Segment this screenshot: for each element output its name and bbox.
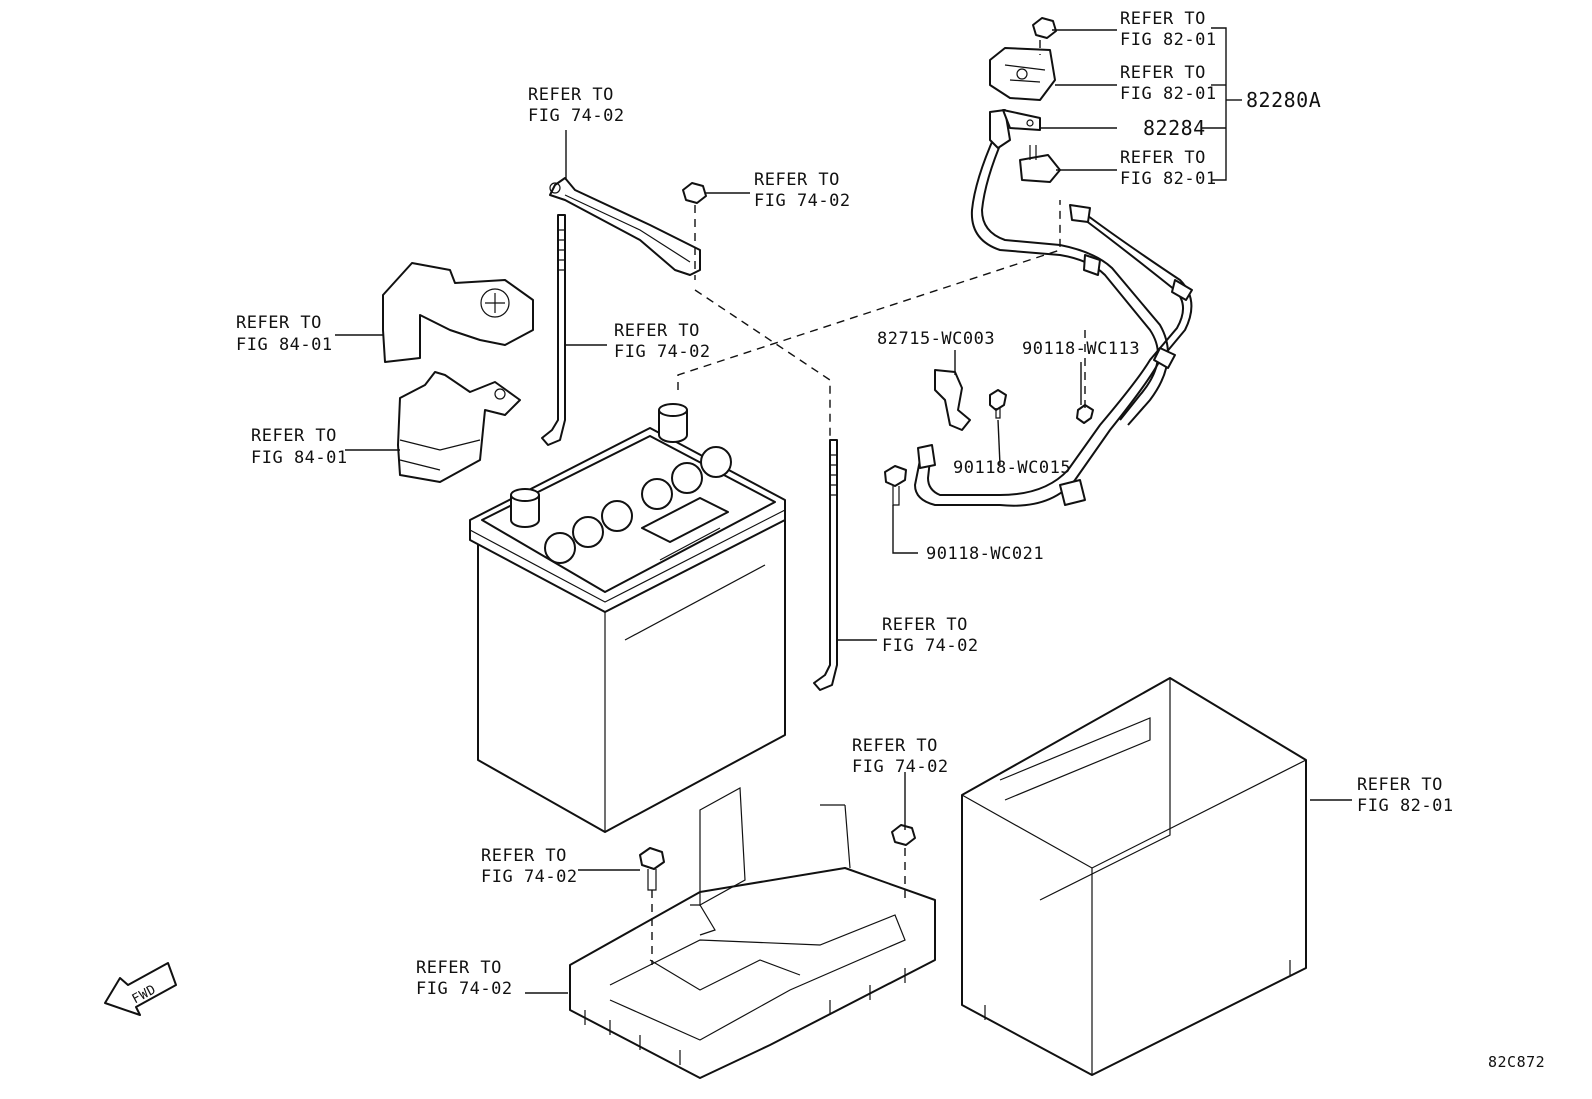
fig-label: FIG 74-02 xyxy=(614,342,711,362)
nuts xyxy=(639,17,1057,891)
ref-label: REFER TO xyxy=(1357,775,1443,795)
diagram-code: 82C872 xyxy=(1488,1053,1545,1071)
part-90118-wc021: 90118-WC021 xyxy=(926,544,1044,564)
assembly-lines xyxy=(651,40,1086,965)
bracket-and-bolts xyxy=(884,369,1094,506)
ref-label: REFER TO xyxy=(236,313,322,333)
fig-label: FIG 74-02 xyxy=(528,106,625,126)
fig-label: FIG 74-02 xyxy=(882,636,979,656)
fig-label: FIG 74-02 xyxy=(852,757,949,777)
battery xyxy=(469,403,786,833)
fig-label: FIG 84-01 xyxy=(236,335,333,355)
clamp-bolts xyxy=(541,214,838,691)
ref-label: REFER TO xyxy=(852,736,938,756)
fig-label: FIG 74-02 xyxy=(416,979,513,999)
ref-label: REFER TO xyxy=(1120,63,1206,83)
part-90118-wc113: 90118-WC113 xyxy=(1022,339,1140,359)
ref-label: REFER TO xyxy=(754,170,840,190)
fuse-block xyxy=(397,371,521,483)
fig-label: FIG 82-01 xyxy=(1120,169,1217,189)
labels: REFER TO FIG 82-01 REFER TO FIG 82-01 82… xyxy=(236,9,1545,1071)
fwd-arrow-icon: FWD xyxy=(104,962,177,1016)
part-82284: 82284 xyxy=(1143,116,1206,140)
ref-label: REFER TO xyxy=(251,426,337,446)
ref-label: REFER TO xyxy=(882,615,968,635)
leader-lines xyxy=(335,27,1352,994)
part-82280A: 82280A xyxy=(1246,88,1321,112)
fig-label: FIG 84-01 xyxy=(251,448,348,468)
fig-label: FIG 74-02 xyxy=(754,191,851,211)
fig-label: FIG 82-01 xyxy=(1120,30,1217,50)
ref-label: REFER TO xyxy=(614,321,700,341)
fig-label: FIG 82-01 xyxy=(1357,796,1454,816)
part-90118-wc015: 90118-WC015 xyxy=(953,458,1071,478)
fig-label: FIG 82-01 xyxy=(1120,84,1217,104)
ref-label: REFER TO xyxy=(481,846,567,866)
ref-label: REFER TO xyxy=(1120,148,1206,168)
fig-label: FIG 74-02 xyxy=(481,867,578,887)
ref-label: REFER TO xyxy=(528,85,614,105)
battery-cable xyxy=(913,47,1193,507)
part-82715: 82715-WC003 xyxy=(877,329,995,349)
fuse-block-cover xyxy=(382,262,534,363)
battery-tray xyxy=(569,787,936,1079)
battery-insulator-box xyxy=(961,677,1307,1076)
battery-clamp xyxy=(549,177,701,276)
ref-label: REFER TO xyxy=(1120,9,1206,29)
ref-label: REFER TO xyxy=(416,958,502,978)
